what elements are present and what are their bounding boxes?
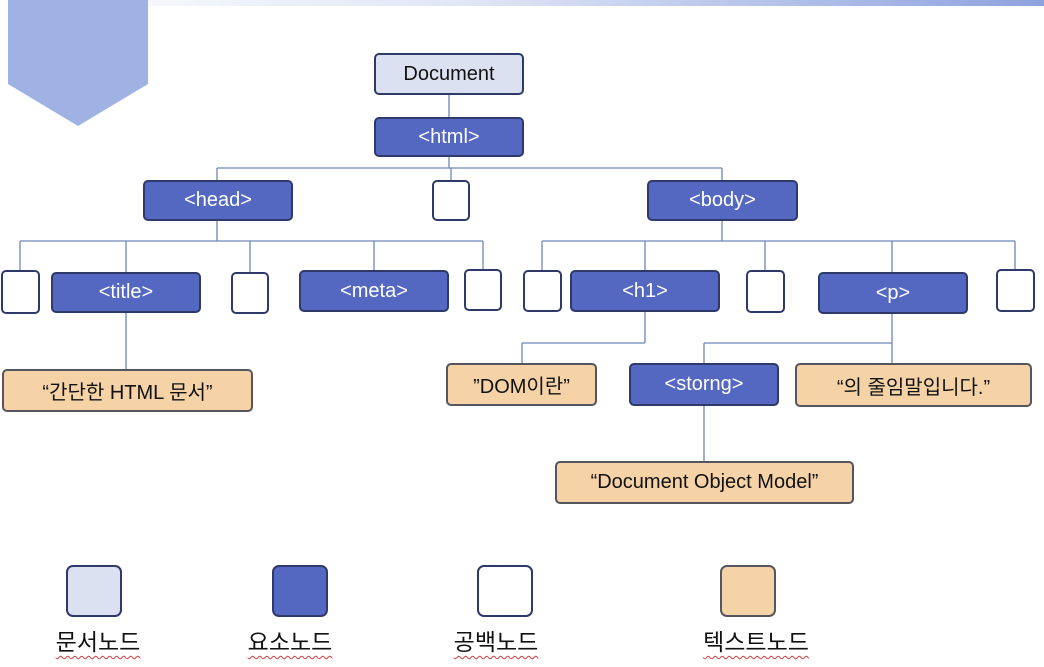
- whitespace-node: [464, 269, 502, 311]
- p-node: <p>: [818, 272, 968, 314]
- title-node: <title>: [51, 272, 201, 313]
- whitespace-node: [231, 272, 269, 314]
- p-text-node: “의 줄임말입니다.”: [795, 363, 1032, 407]
- title-text-node: “간단한 HTML 문서”: [2, 369, 253, 412]
- whitespace-node: [1, 270, 40, 314]
- html-node: <html>: [374, 117, 524, 157]
- whitespace-node: [432, 180, 470, 221]
- legend-whitespace-node-swatch: [477, 565, 533, 617]
- legend-element-node-label: 요소노드: [247, 629, 333, 655]
- meta-node: <meta>: [299, 270, 449, 312]
- top-decoration-bar: [0, 0, 1044, 6]
- decorative-pentagon: [8, 0, 148, 126]
- legend-text-node-swatch: [720, 565, 776, 617]
- whitespace-node: [746, 270, 785, 313]
- legend-document-node-swatch: [66, 565, 122, 617]
- legend-element-node-swatch: [272, 565, 328, 617]
- legend-whitespace-node-label: 공백노드: [453, 629, 539, 655]
- h1-text-node: ”DOM이란”: [446, 363, 597, 406]
- document-node: Document: [374, 53, 524, 95]
- legend-text-node-label: 텍스트노드: [703, 629, 809, 655]
- body-node: <body>: [647, 180, 798, 221]
- whitespace-node: [996, 269, 1035, 312]
- legend-document-node-label: 문서노드: [55, 629, 141, 655]
- head-node: <head>: [143, 180, 293, 221]
- whitespace-node: [523, 270, 562, 312]
- h1-node: <h1>: [570, 270, 720, 312]
- strong-node: <storng>: [629, 363, 779, 406]
- strong-text-node: “Document Object Model”: [555, 461, 854, 504]
